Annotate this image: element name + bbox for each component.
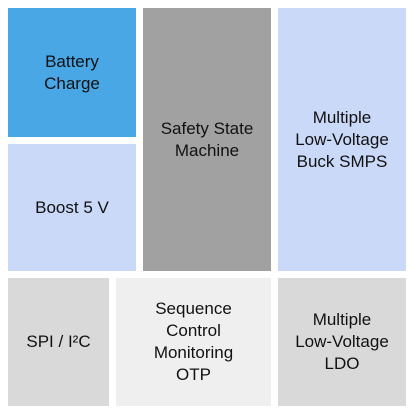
safety-state-machine-label: Safety State Machine <box>160 118 254 160</box>
spi-i2c-block: SPI / I²C <box>8 278 109 406</box>
sequence-control-label: Sequence Control Monitoring OTP <box>153 299 234 384</box>
buck-smps-block: Multiple Low-Voltage Buck SMPS <box>278 8 406 271</box>
battery-charge-block: Battery Charge <box>8 8 136 137</box>
boost-5v-label: Boost 5 V <box>35 197 109 217</box>
spi-i2c-label: SPI / I²C <box>26 332 91 351</box>
boost-5v-block: Boost 5 V <box>8 144 136 271</box>
safety-state-machine-block: Safety State Machine <box>143 8 271 271</box>
sequence-control-block: Sequence Control Monitoring OTP <box>116 278 271 406</box>
ldo-label: Multiple Low-Voltage LDO <box>295 310 389 373</box>
battery-charge-label: Battery Charge <box>44 51 100 93</box>
ldo-block: Multiple Low-Voltage LDO <box>278 278 406 406</box>
buck-smps-label: Multiple Low-Voltage Buck SMPS <box>295 107 389 171</box>
